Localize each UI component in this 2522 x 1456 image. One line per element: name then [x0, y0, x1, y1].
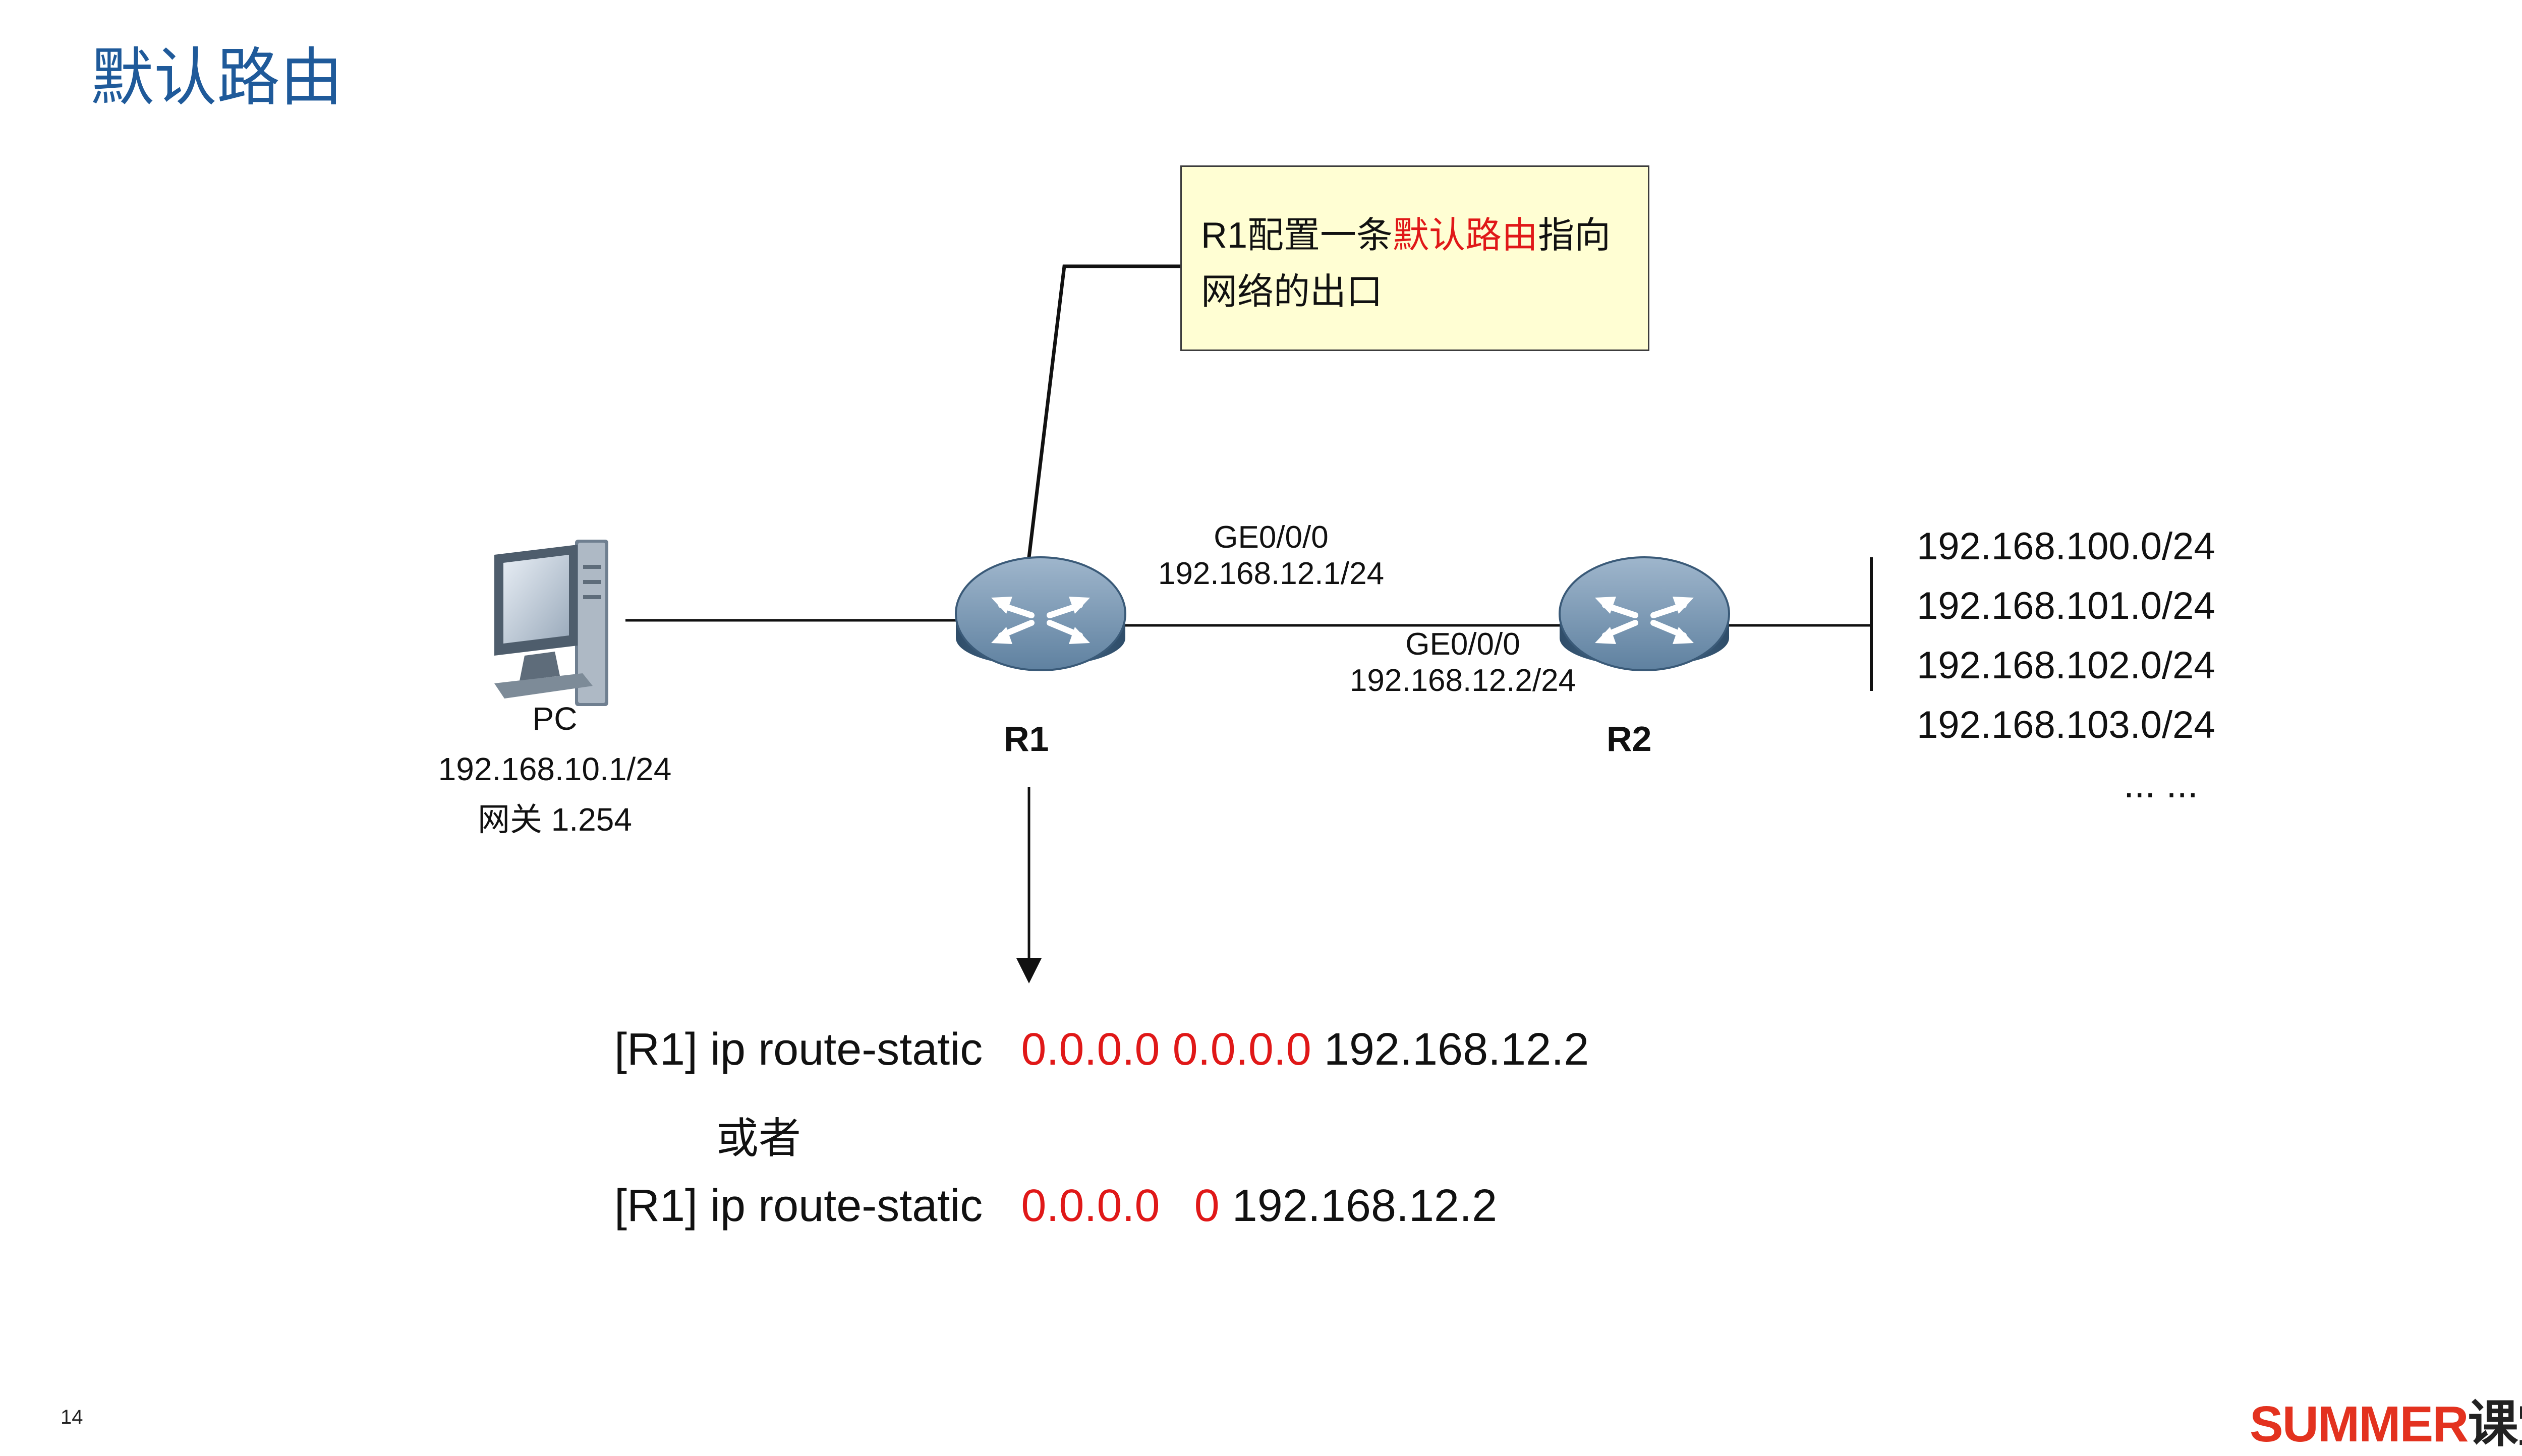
callout-leader-line	[1027, 264, 1180, 558]
network-ellipsis: ... ...	[2124, 763, 2198, 806]
router-r2-icon	[1559, 556, 1730, 671]
r2-interface-block: GE0/0/0 192.168.12.2/24	[1322, 626, 1604, 699]
router-r2-name: R2	[1607, 719, 1652, 759]
r1-interface: GE0/0/0	[1214, 520, 1329, 555]
logo-cn: 课堂	[2468, 1396, 2522, 1452]
callout-line-2: 网络的出口	[1201, 272, 1383, 312]
cmd1-prefix: [R1] ip route-static	[614, 1024, 983, 1075]
network-item: 192.168.101.0/24	[1917, 585, 2215, 627]
pc-icon	[494, 540, 608, 706]
callout-highlight: 默认路由	[1393, 215, 1538, 256]
r1-ip: 192.168.12.1/24	[1158, 556, 1385, 591]
network-item: 192.168.100.0/24	[1917, 525, 2215, 568]
cmd2-dest: 0.0.0.0	[1021, 1181, 1160, 1231]
summer-logo: SUMMER课堂	[2250, 1383, 2522, 1456]
pc-ip: 192.168.10.1/24	[438, 751, 672, 787]
pc-gateway: 网关 1.254	[478, 801, 632, 838]
router-r1-icon	[955, 556, 1126, 671]
cmd1-dest: 0.0.0.0	[1021, 1024, 1160, 1075]
callout-suffix: 指向	[1538, 215, 1611, 256]
router-r1-name: R1	[1004, 719, 1049, 759]
logo-brand: SUMMER	[2250, 1396, 2469, 1452]
command-line-2: [R1] ip route-static 0.0.0.0 0 192.168.1…	[614, 1180, 1497, 1232]
or-text: 或者	[716, 1115, 801, 1162]
cmd2-next-hop: 192.168.12.2	[1232, 1181, 1498, 1231]
page-number: 14	[61, 1406, 83, 1428]
remote-network-list: 192.168.100.0/24 192.168.101.0/24 192.16…	[1917, 517, 2215, 814]
slide-title: 默认路由	[91, 43, 343, 113]
cmd1-mask: 0.0.0.0	[1172, 1024, 1311, 1075]
cmd1-next-hop: 192.168.12.2	[1324, 1024, 1589, 1075]
callout-box: R1配置一条默认路由指向 网络的出口	[1180, 165, 1649, 351]
pc-label-block: PC 192.168.10.1/24 网关 1.254	[424, 693, 686, 845]
r2-interface: GE0/0/0	[1405, 627, 1520, 662]
network-item: 192.168.102.0/24	[1917, 644, 2215, 687]
r2-ip: 192.168.12.2/24	[1349, 663, 1576, 698]
r1-interface-block: GE0/0/0 192.168.12.1/24	[1130, 519, 1412, 592]
pc-name: PC	[532, 701, 578, 737]
cmd2-prefix: [R1] ip route-static	[614, 1181, 983, 1231]
callout-line-1: R1配置一条默认路由指向	[1201, 207, 1648, 264]
network-item: 192.168.103.0/24	[1917, 704, 2215, 746]
command-line-1: [R1] ip route-static 0.0.0.0 0.0.0.0 192…	[614, 1024, 1589, 1076]
cmd2-mask: 0	[1194, 1181, 1220, 1231]
callout-prefix: R1配置一条	[1201, 215, 1393, 256]
